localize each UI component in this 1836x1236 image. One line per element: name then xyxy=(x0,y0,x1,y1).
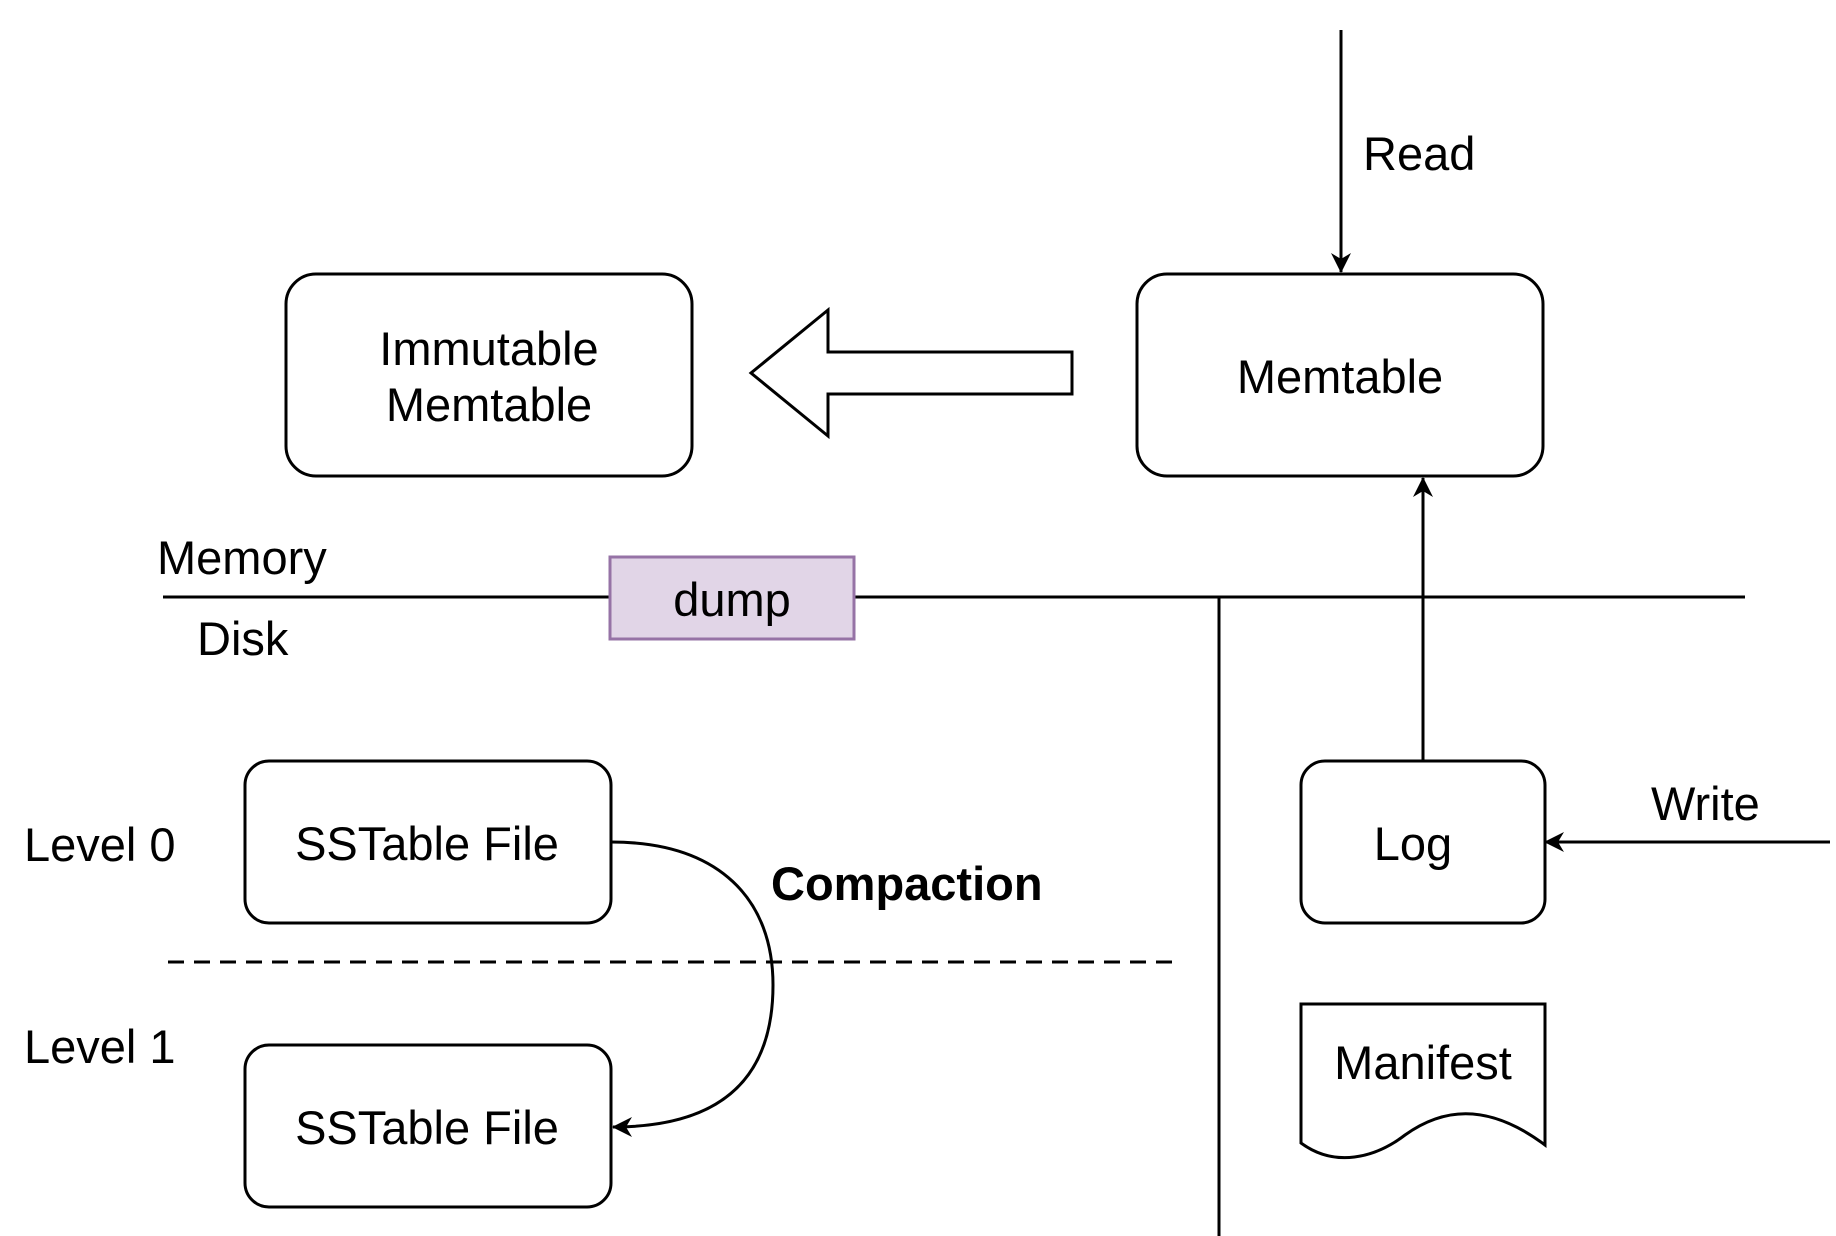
immutable-memtable-node: Immutable Memtable xyxy=(284,272,694,478)
log-label: Log xyxy=(1374,817,1452,870)
freeze-arrow xyxy=(748,306,1074,440)
log-node: Log xyxy=(1299,759,1547,925)
memory-label: Memory xyxy=(157,531,327,584)
immutable-memtable-label-line1: Immutable xyxy=(379,322,598,375)
memtable-label: Memtable xyxy=(1237,350,1443,403)
level0-label: Level 0 xyxy=(24,818,176,871)
manifest-label: Manifest xyxy=(1334,1036,1512,1089)
compaction-label: Compaction xyxy=(771,857,1043,910)
sstable-level0-node: SSTable File xyxy=(243,759,613,925)
memtable-node: Memtable xyxy=(1135,272,1545,478)
dump-label: dump xyxy=(673,573,791,626)
disk-label: Disk xyxy=(197,612,289,665)
sstable-level1-node: SSTable File xyxy=(243,1043,613,1209)
read-label: Read xyxy=(1363,127,1475,180)
write-label: Write xyxy=(1651,777,1760,830)
dump-node: dump xyxy=(608,555,856,641)
level1-label: Level 1 xyxy=(24,1020,176,1073)
manifest-node: Manifest xyxy=(1299,1002,1547,1160)
compaction-arrow xyxy=(610,840,775,1137)
sstable-level0-label: SSTable File xyxy=(295,817,559,870)
immutable-memtable-label-line2: Memtable xyxy=(386,378,592,431)
sstable-level1-label: SSTable File xyxy=(295,1101,559,1154)
